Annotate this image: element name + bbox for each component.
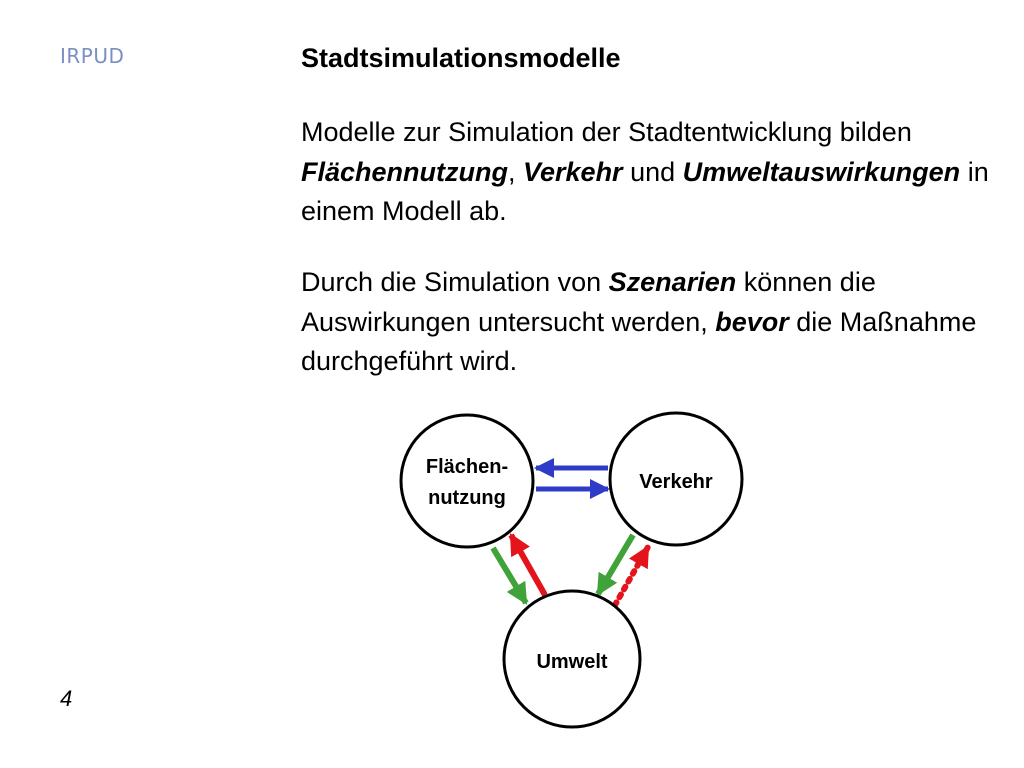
para1-text-3: und [622, 156, 683, 187]
intro-paragraph: Modelle zur Simulation der Stadtentwickl… [301, 113, 1001, 232]
term-bevor: bevor [715, 306, 789, 337]
page-number: 4 [60, 686, 73, 711]
arrow-umwelt-to-flaechennutzung [508, 533, 548, 597]
arrow-umwelt-to-verkehr-dotted [612, 544, 651, 608]
slide-title: Stadtsimulationsmodelle [301, 43, 621, 73]
term-verkehr: Verkehr [523, 156, 623, 187]
para2-text-1: Durch die Simulation von [301, 267, 609, 297]
para1-text-2: , [507, 156, 523, 187]
para2-text-2: können die Auswirkungen untersucht werde… [301, 267, 876, 337]
para2-text-3: die Maßnahme durchgeführt wird. [301, 306, 977, 377]
term-szenarien: Szenarien [608, 267, 737, 297]
node-label-flaechennutzung-line2: nutzung [428, 487, 506, 509]
arrow-flaechennutzung-to-umwelt [490, 546, 529, 605]
arrow-verkehr-to-umwelt [595, 533, 636, 596]
node-label-umwelt: Umwelt [536, 651, 607, 673]
term-flaechennutzung: Flächennutzung [301, 156, 508, 187]
irpud-logo: IRPUD [60, 44, 125, 68]
term-umweltauswirkungen: Umweltauswirkungen [682, 156, 961, 187]
node-flaechennutzung [399, 413, 535, 549]
para1-text-1: Modelle zur Simulation der Stadtentwickl… [301, 117, 912, 147]
node-verkehr [608, 411, 744, 547]
node-label-flaechennutzung-line1: Flächen- [426, 456, 508, 478]
node-umwelt [502, 589, 642, 729]
scenario-paragraph: Durch die Simulation von Szenarien könne… [301, 263, 1001, 382]
para1-text-4: in einem Modell ab. [301, 156, 989, 227]
node-label-verkehr: Verkehr [639, 471, 713, 493]
